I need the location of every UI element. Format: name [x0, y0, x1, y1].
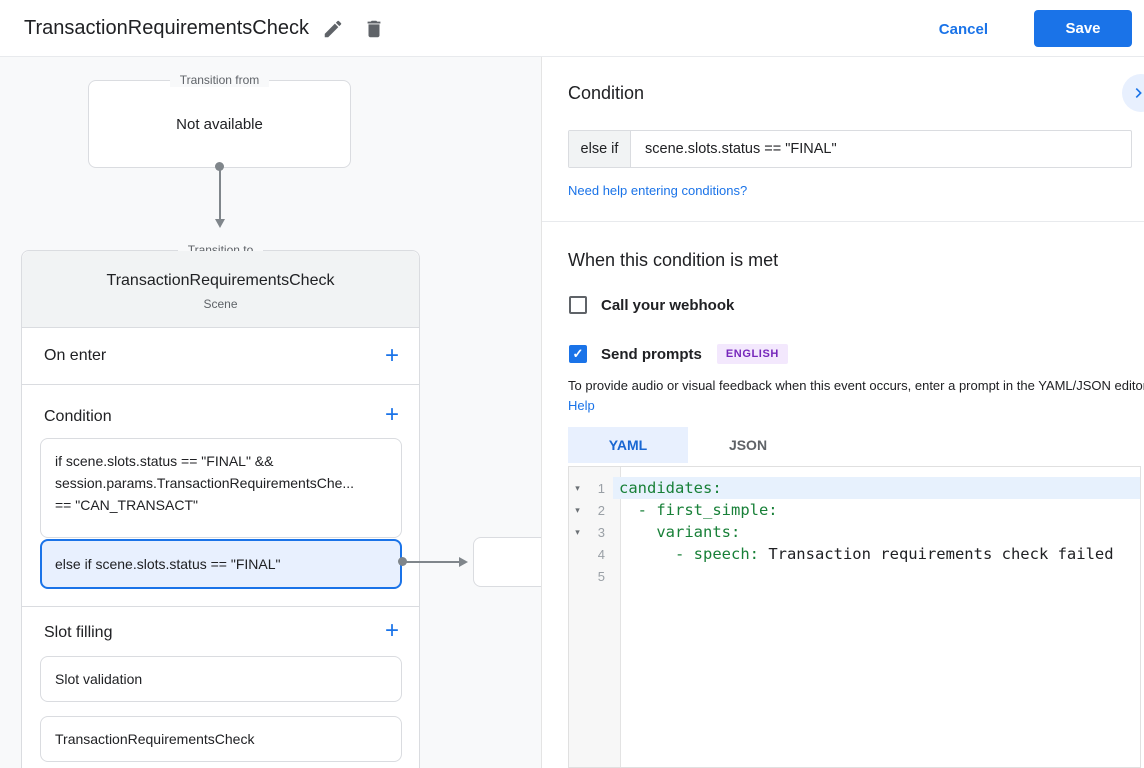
arrow-down-icon	[215, 219, 225, 228]
scene-diagram-canvas: Transition from Not available Transition…	[0, 57, 541, 768]
fold-arrow-icon[interactable]: ▾	[569, 483, 586, 494]
panel-title: Condition	[568, 83, 644, 104]
send-prompts-label: Send prompts	[601, 346, 702, 363]
tab-yaml[interactable]: YAML	[568, 427, 688, 463]
condition-if-line2: session.params.TransactionRequirementsCh…	[55, 472, 387, 494]
save-button[interactable]: Save	[1034, 10, 1132, 47]
webhook-option-row: Call your webhook	[569, 296, 734, 314]
line-number: 4	[586, 547, 613, 562]
condition-expression-row: else if	[568, 130, 1132, 168]
slot-transaction-card[interactable]: TransactionRequirementsCheck	[40, 716, 402, 762]
line-number: 2	[586, 503, 613, 518]
conditions-help-link[interactable]: Need help entering conditions?	[568, 183, 747, 198]
line-number: 3	[586, 525, 613, 540]
condition-if-line1: if scene.slots.status == "FINAL" &&	[55, 450, 387, 472]
prompts-option-row: ✓ Send prompts ENGLISH	[569, 344, 788, 364]
on-enter-section: On enter +	[22, 328, 419, 385]
condition-prefix-label: else if	[569, 131, 631, 167]
line-number: 5	[586, 569, 613, 584]
condition-card-else-selected[interactable]: else if scene.slots.status == "FINAL"	[40, 539, 402, 589]
connector-line-horizontal	[406, 561, 460, 563]
condition-detail-panel: Condition else if Need help entering con…	[541, 57, 1144, 768]
page-title: TransactionRequirementsCheck	[24, 0, 309, 56]
pencil-icon	[322, 18, 346, 40]
condition-else-text: else if scene.slots.status == "FINAL"	[55, 556, 280, 572]
transition-from-label: Transition from	[89, 73, 350, 87]
slot-filling-section-label: Slot filling	[44, 624, 112, 642]
add-condition-button[interactable]: +	[385, 403, 399, 427]
send-prompts-checkbox[interactable]: ✓	[569, 345, 587, 363]
collapse-panel-button[interactable]	[1122, 74, 1144, 112]
scene-type: Scene	[203, 297, 237, 311]
yaml-key: variants:	[619, 523, 740, 541]
scene-name: TransactionRequirementsCheck	[107, 272, 335, 290]
language-badge: ENGLISH	[717, 344, 788, 364]
yaml-key: - speech:	[619, 545, 759, 563]
condition-expression-input[interactable]	[631, 131, 1131, 167]
section-divider	[22, 606, 419, 607]
editor-line: ▾ 1 candidates:	[569, 477, 1140, 499]
arrow-right-icon	[459, 557, 468, 567]
prompt-description: To provide audio or visual feedback when…	[568, 376, 1144, 416]
delete-scene-button[interactable]	[363, 17, 387, 41]
edit-scene-button[interactable]	[322, 17, 346, 41]
on-enter-label: On enter	[44, 347, 106, 365]
prompt-description-text: To provide audio or visual feedback when…	[568, 378, 1144, 393]
yaml-key: - first_simple:	[619, 501, 778, 519]
transition-from-content: Not available	[176, 116, 263, 133]
cancel-button[interactable]: Cancel	[931, 13, 996, 45]
checkmark-icon: ✓	[573, 346, 584, 362]
add-slot-button[interactable]: +	[385, 619, 399, 643]
transition-to-box: Transition to TransactionRequirementsChe…	[21, 250, 420, 768]
condition-if-line3: == "CAN_TRANSACT"	[55, 494, 387, 516]
transition-from-box: Transition from Not available	[88, 80, 351, 168]
trash-icon	[363, 18, 387, 40]
condition-card-if[interactable]: if scene.slots.status == "FINAL" && sess…	[40, 438, 402, 538]
scene-card-header: TransactionRequirementsCheck Scene	[22, 251, 419, 328]
connector-line-vertical	[219, 168, 221, 220]
fold-arrow-icon[interactable]: ▾	[569, 527, 586, 538]
editor-line: ▾ 3 variants:	[569, 521, 1140, 543]
transition-target-box	[473, 537, 541, 587]
call-webhook-label: Call your webhook	[601, 297, 734, 314]
help-link[interactable]: Help	[568, 398, 595, 413]
editor-format-tabs: YAML JSON	[568, 427, 808, 463]
tab-json[interactable]: JSON	[688, 427, 808, 463]
editor-line: 5	[569, 565, 1140, 587]
line-number: 1	[586, 481, 613, 496]
when-condition-met-title: When this condition is met	[568, 250, 778, 271]
editor-line: ▾ 2 - first_simple:	[569, 499, 1140, 521]
yaml-code-editor[interactable]: ▾ 1 candidates: ▾ 2 - first_simple: ▾ 3 …	[568, 466, 1141, 768]
top-bar: TransactionRequirementsCheck Cancel Save	[0, 0, 1144, 57]
slot-validation-card[interactable]: Slot validation	[40, 656, 402, 702]
panel-divider	[542, 221, 1144, 222]
editor-line: 4 - speech: Transaction requirements che…	[569, 543, 1140, 565]
slot-card-label: TransactionRequirementsCheck	[55, 731, 254, 747]
yaml-key: candidates:	[619, 479, 722, 497]
condition-section-label: Condition	[44, 408, 112, 426]
add-on-enter-button[interactable]: +	[385, 344, 399, 368]
call-webhook-checkbox[interactable]	[569, 296, 587, 314]
slot-card-label: Slot validation	[55, 671, 142, 687]
fold-arrow-icon[interactable]: ▾	[569, 505, 586, 516]
yaml-value: Transaction requirements check failed	[759, 545, 1114, 563]
